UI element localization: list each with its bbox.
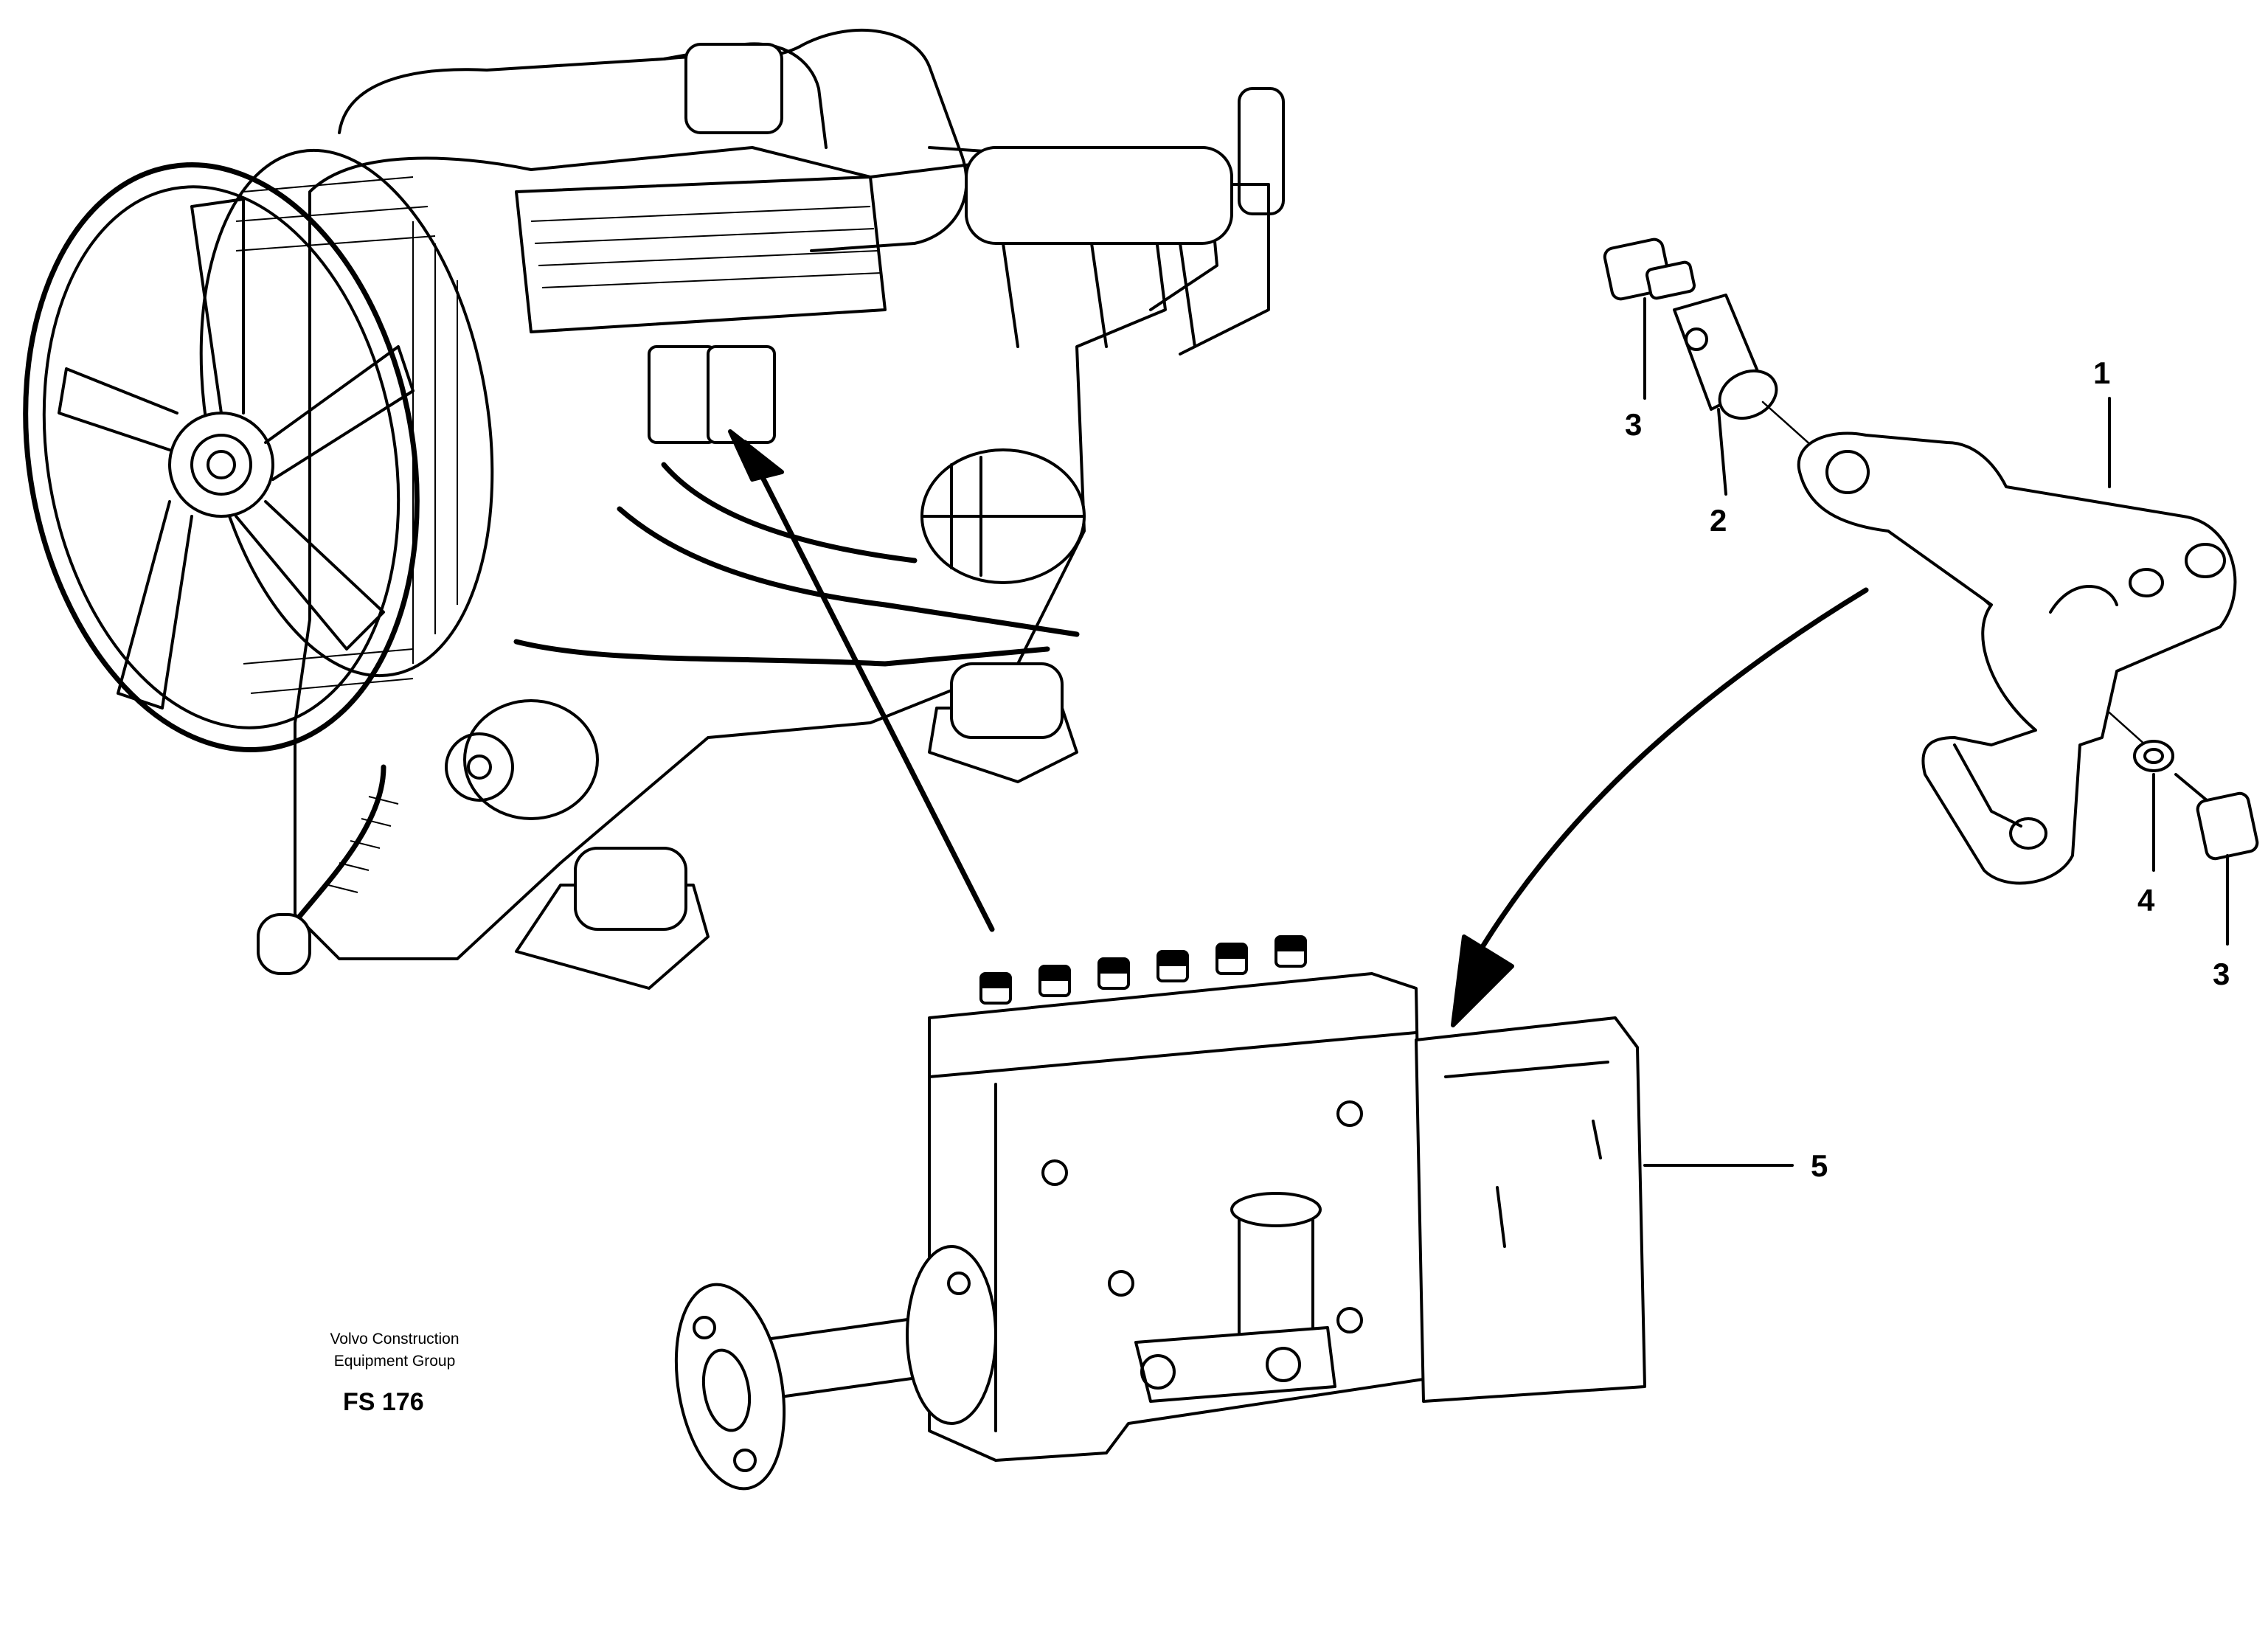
bracket — [1797, 431, 2237, 885]
callout-2: 2 — [1710, 503, 1727, 538]
publisher-line-1: Volvo Construction — [330, 1331, 459, 1348]
callout-3-top: 3 — [1625, 407, 1642, 442]
callout-1: 1 — [2093, 355, 2110, 390]
callout-5: 5 — [1811, 1148, 1828, 1183]
bracket-assembly — [1603, 237, 2259, 885]
callout-3-bottom: 3 — [2213, 957, 2230, 991]
bolt-bottom — [2174, 773, 2259, 861]
leader-lines — [1643, 297, 2229, 1167]
footer: Volvo Construction Equipment Group FS 17… — [330, 1331, 459, 1416]
delivery-valves — [979, 935, 1307, 1005]
clevis — [1673, 294, 1778, 420]
bolt-top — [1603, 237, 1696, 301]
drive-flange — [674, 1245, 997, 1491]
engine-assembly — [23, 29, 1285, 990]
callout-4: 4 — [2137, 883, 2155, 918]
cooling-fan — [23, 148, 494, 753]
hand-primer — [1134, 1192, 1336, 1403]
figure-code: FS 176 — [343, 1388, 424, 1416]
publisher-line-2: Equipment Group — [334, 1353, 456, 1370]
bracket-to-pump-arrow — [1451, 587, 1869, 1027]
part-callouts: 3 2 1 4 3 5 — [1625, 355, 2230, 1183]
injection-pump — [674, 935, 1646, 1491]
